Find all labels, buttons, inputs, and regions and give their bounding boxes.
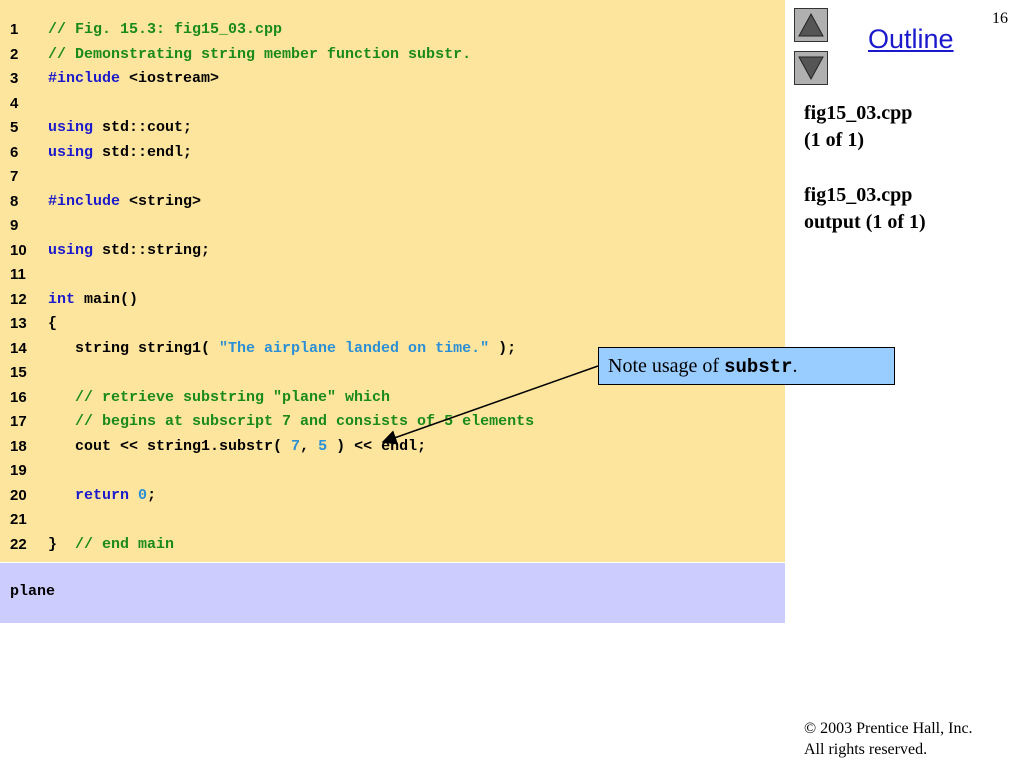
copyright-notice: © 2003 Prentice Hall, Inc. All rights re… xyxy=(804,718,973,760)
code-token: #include xyxy=(48,70,121,87)
code-text: // begins at subscript 7 and consists of… xyxy=(48,410,534,434)
code-token: using xyxy=(48,119,94,136)
code-text: // retrieve substring "plane" which xyxy=(48,386,390,410)
program-output: plane xyxy=(0,563,785,623)
code-token: main() xyxy=(75,290,139,308)
code-text: { xyxy=(48,312,57,336)
code-listing: 1 // Fig. 15.3: fig15_03.cpp 2 // Demonstra… xyxy=(0,0,785,562)
code-token: ; xyxy=(147,486,157,504)
line-number: 11 xyxy=(10,266,26,283)
code-token: std::endl; xyxy=(93,143,193,161)
line-number: 3 xyxy=(10,70,19,87)
file-label-source-line2: (1 of 1) xyxy=(804,129,864,151)
file-label-source: fig15_03.cpp (1 of 1) xyxy=(804,100,912,154)
code-text: cout << string1.substr( 7, 5 ) << endl; xyxy=(48,435,426,459)
line-number: 21 xyxy=(10,511,27,528)
line-number: 20 xyxy=(10,486,27,504)
code-token: return xyxy=(75,486,130,504)
line-number: 10 xyxy=(10,241,27,259)
code-text: #include <iostream> xyxy=(48,67,219,91)
code-token: 5 xyxy=(318,437,328,455)
line-number: 1 xyxy=(10,21,19,38)
code-token: { xyxy=(48,315,58,332)
line-number: 13 xyxy=(10,315,27,332)
code-text: #include <string> xyxy=(48,190,201,214)
callout-code: substr xyxy=(724,356,793,378)
callout-note: Note usage of substr. xyxy=(598,347,895,385)
code-token: ); xyxy=(489,339,517,357)
line-number: 2 xyxy=(10,45,19,63)
code-token: std::string; xyxy=(93,241,211,259)
triangle-up-icon xyxy=(798,12,824,37)
code-token: string string1( xyxy=(48,339,220,357)
code-token: using xyxy=(48,143,94,161)
code-token: 7 xyxy=(291,437,301,455)
line-number: 15 xyxy=(10,364,27,381)
code-token: <iostream> xyxy=(120,70,220,87)
code-token: // begins at subscript 7 and consists of… xyxy=(48,413,535,430)
line-number: 7 xyxy=(10,168,19,185)
code-token: int xyxy=(48,290,76,308)
code-token: } xyxy=(48,535,58,553)
next-slide-button[interactable] xyxy=(794,51,828,85)
code-token: , xyxy=(300,437,319,455)
code-token: // Demonstrating string member function … xyxy=(48,45,472,63)
code-token: // retrieve substring "plane" which xyxy=(48,388,391,406)
file-label-output-line1: fig15_03.cpp xyxy=(804,184,913,206)
code-token: std::cout; xyxy=(93,119,193,136)
code-text: } // end main xyxy=(48,533,174,557)
line-number: 16 xyxy=(10,388,27,406)
code-token: // Fig. 15.3: fig15_03.cpp xyxy=(48,21,283,38)
code-text: // Demonstrating string member function … xyxy=(48,43,471,67)
line-number: 17 xyxy=(10,413,27,430)
line-number: 4 xyxy=(10,94,19,112)
code-token: "The airplane landed on time." xyxy=(219,339,490,357)
triangle-down-icon xyxy=(798,56,824,81)
code-token: cout << string1.substr( xyxy=(48,437,292,455)
outline-link[interactable]: Outline xyxy=(868,24,954,54)
previous-slide-button[interactable] xyxy=(794,8,828,42)
line-number: 12 xyxy=(10,290,27,308)
code-text: // Fig. 15.3: fig15_03.cpp xyxy=(48,18,282,42)
line-number: 18 xyxy=(10,437,27,455)
file-label-output-line2: output (1 of 1) xyxy=(804,211,926,233)
output-text: plane xyxy=(10,583,56,600)
callout-suffix: . xyxy=(792,355,798,377)
code-token: <string> xyxy=(120,192,202,210)
code-token: 0 xyxy=(138,486,148,504)
code-token: using xyxy=(48,241,94,259)
code-text: using std::endl; xyxy=(48,141,192,165)
code-token: ) << endl; xyxy=(327,437,427,455)
code-text: string string1( "The airplane landed on … xyxy=(48,337,516,361)
copyright-line2: All rights reserved. xyxy=(804,741,928,758)
code-token xyxy=(48,487,75,504)
line-number: 19 xyxy=(10,462,27,479)
code-token xyxy=(129,487,138,504)
line-number: 9 xyxy=(10,217,19,234)
line-number: 14 xyxy=(10,339,27,357)
code-token: // end main xyxy=(57,535,175,553)
callout-text: Note usage of xyxy=(608,355,725,377)
line-number: 5 xyxy=(10,119,19,136)
line-number: 22 xyxy=(10,535,27,553)
file-label-output: fig15_03.cpp output (1 of 1) xyxy=(804,182,926,236)
code-token: #include xyxy=(48,192,121,210)
code-text: return 0; xyxy=(48,484,156,508)
code-text: using std::cout; xyxy=(48,116,192,140)
file-label-source-line1: fig15_03.cpp xyxy=(804,102,913,124)
line-number: 6 xyxy=(10,143,19,161)
copyright-line1: © 2003 Prentice Hall, Inc. xyxy=(804,720,973,737)
line-number: 8 xyxy=(10,192,19,210)
code-text: using std::string; xyxy=(48,239,210,263)
code-text: int main() xyxy=(48,288,138,312)
page-number: 16 xyxy=(992,10,1008,27)
